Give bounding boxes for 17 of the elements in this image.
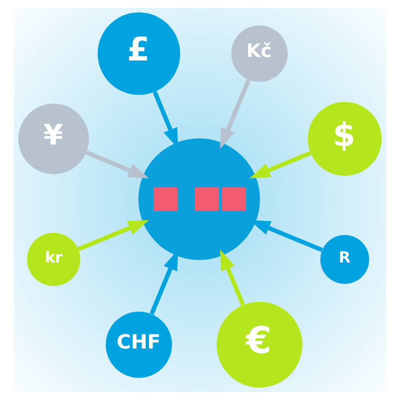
node-circle: ¥: [18, 104, 89, 174]
arrow: [250, 151, 312, 178]
node-circle: €: [216, 302, 302, 388]
node-circle: [138, 138, 260, 260]
node-circle: kr: [27, 232, 80, 286]
node-circle: $: [308, 102, 382, 176]
arrow: [152, 91, 178, 149]
node-circle: R: [320, 235, 370, 284]
arrow: [78, 220, 149, 252]
arrow: [250, 220, 323, 252]
arrow: [220, 249, 246, 306]
arrow: [85, 150, 149, 178]
node-circle: £: [98, 12, 180, 95]
node-circle: Kč: [231, 25, 288, 82]
node-circle: CHF: [106, 312, 172, 378]
arrow: [220, 79, 251, 149]
arrow: [150, 249, 178, 315]
